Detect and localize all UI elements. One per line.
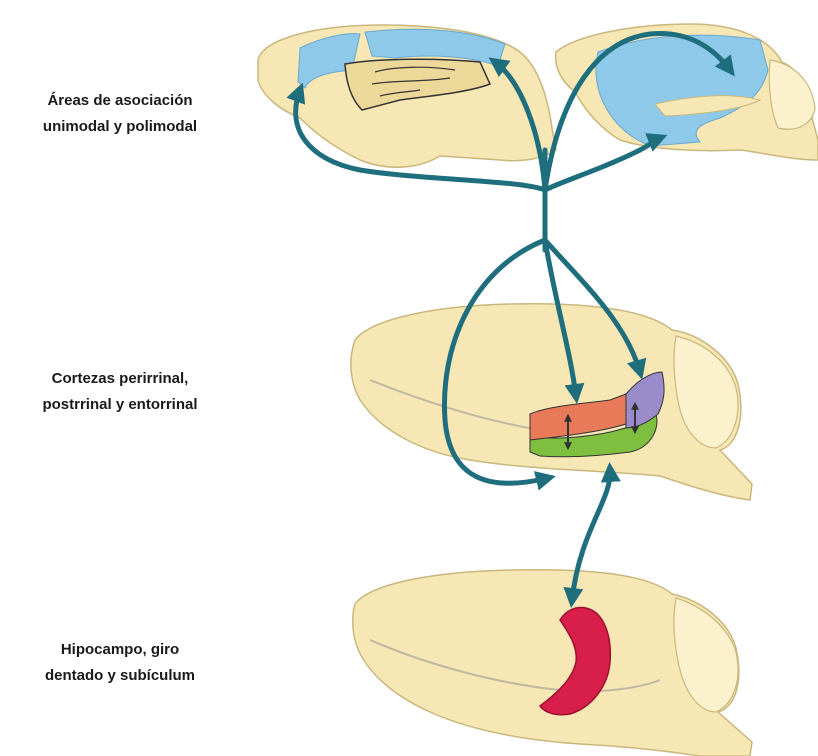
brain-bottom (353, 570, 752, 756)
brain-top-right-cerebellum (769, 60, 815, 129)
brain-top-left (258, 25, 556, 167)
arrow-assoc-right-down (545, 138, 660, 190)
brain-middle (351, 304, 752, 500)
brain-top-right (556, 24, 818, 160)
